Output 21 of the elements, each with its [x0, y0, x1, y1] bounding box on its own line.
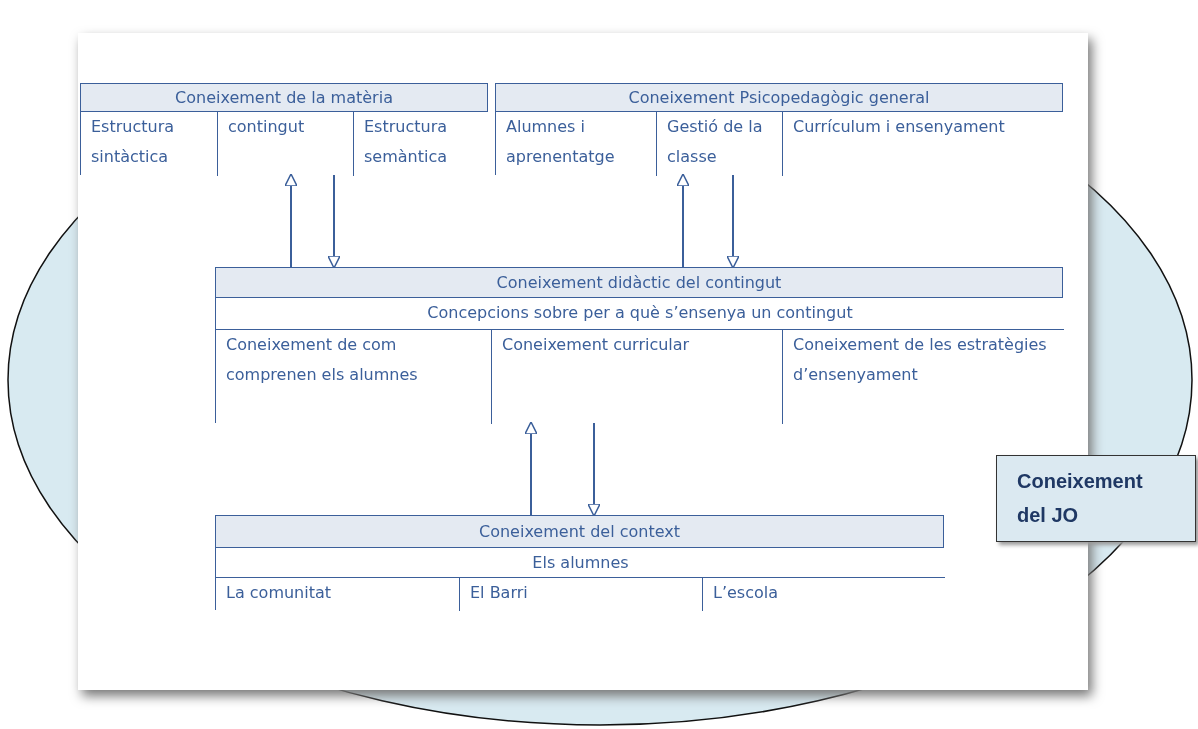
- arrow: [587, 422, 601, 517]
- table-cell: L’escola: [702, 578, 945, 611]
- table-cell: Concepcions sobre per a què s’ensenya un contingut: [216, 298, 1064, 330]
- arrow: [284, 173, 298, 268]
- table-header: Coneixement didàctic del contingut: [216, 268, 1062, 298]
- table-cell: El Barri: [459, 578, 702, 611]
- table-cell: Estructura semàntica: [353, 112, 489, 176]
- table-cell: Coneixement curricular: [491, 330, 782, 424]
- table-header: Coneixement de la matèria: [81, 84, 487, 112]
- table-header: Coneixement del context: [216, 516, 943, 548]
- table-cell: Els alumnes: [216, 548, 945, 578]
- table-cell: contingut: [217, 112, 353, 176]
- label-box: Coneixement del JO: [996, 455, 1196, 542]
- table-cell: Gestió de la classe: [656, 112, 782, 176]
- table-cell: Coneixement de les estratègies d’ensenyament: [782, 330, 1064, 424]
- arrow: [676, 173, 690, 268]
- arrow: [327, 174, 341, 269]
- arrow: [726, 174, 740, 269]
- arrow: [524, 421, 538, 516]
- table-header: Coneixement Psicopedagògic general: [496, 84, 1062, 112]
- table-cell: Currículum i ensenyament: [782, 112, 1064, 176]
